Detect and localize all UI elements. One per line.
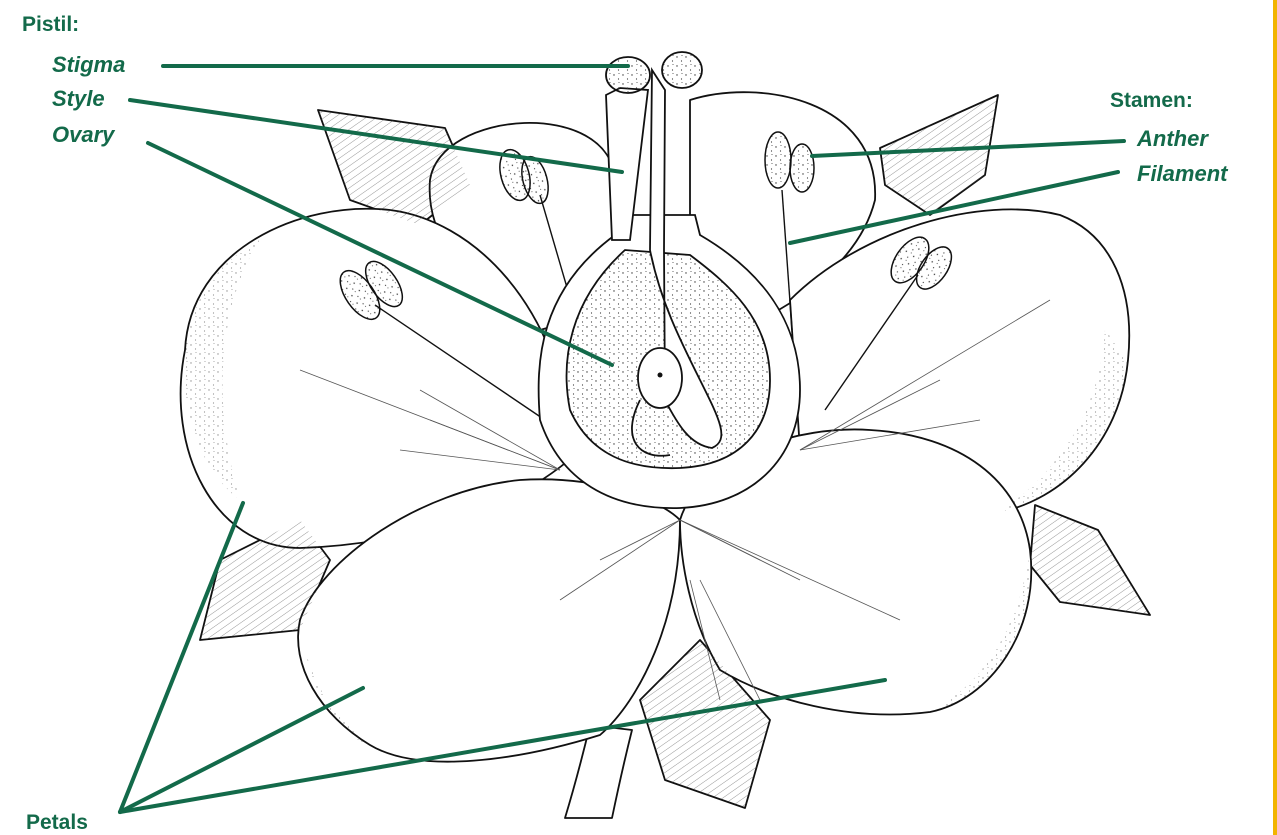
style-label: Style	[52, 88, 105, 110]
ovary-label: Ovary	[52, 124, 114, 146]
anther-label: Anther	[1137, 128, 1208, 150]
page-edge-accent	[1273, 0, 1277, 835]
leader-line-petal-front-left	[120, 688, 363, 812]
filament-label: Filament	[1137, 163, 1227, 185]
petals-label: Petals	[26, 812, 88, 833]
stigma-label: Stigma	[52, 54, 125, 76]
anther-back-right-b	[790, 144, 814, 192]
pistil-heading: Pistil:	[22, 14, 79, 35]
stigma-left	[606, 57, 650, 93]
leader-line-petal-left	[120, 503, 243, 812]
stigma-right	[662, 52, 702, 88]
anther-back-right-a	[765, 132, 791, 188]
stamen-heading: Stamen:	[1110, 90, 1193, 111]
ovule	[638, 348, 682, 408]
